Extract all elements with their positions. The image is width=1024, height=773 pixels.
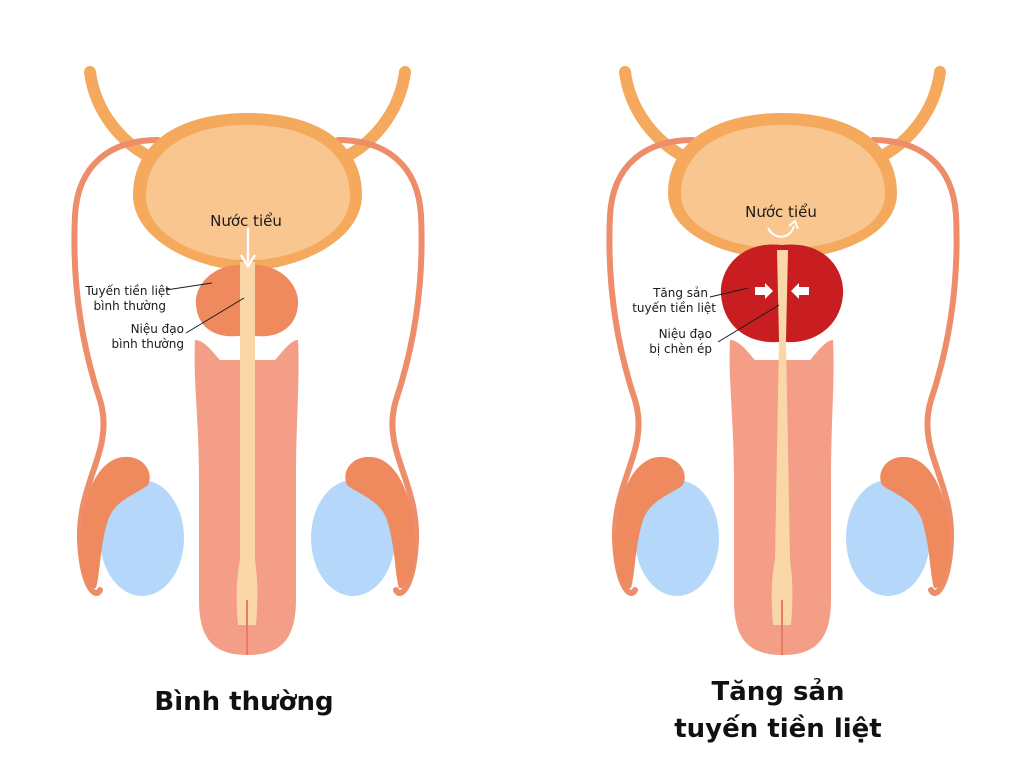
bph-prostate-label-line1: Tăng sản [652, 286, 708, 300]
normal-anatomy [71, 66, 425, 655]
bph-title-line1: Tăng sản [712, 676, 845, 707]
bph-urethra-leader [717, 304, 780, 343]
bph-urethra-label-line2: bị chèn ép [649, 342, 712, 356]
normal-bladder-inner [146, 125, 350, 260]
normal-urine-arrow-head [239, 254, 257, 269]
normal-testis-left [100, 480, 184, 596]
normal-urethra-label-line2: bình thường [112, 337, 184, 351]
bph-title-line2: tuyến tiền liệt [674, 713, 882, 744]
bph-compress-arrow-right [791, 283, 809, 299]
bph-vas-deferens-right [870, 137, 960, 596]
normal-prostate-label-line2: bình thường [94, 299, 166, 313]
bph-epididymis-right [880, 456, 951, 589]
bph-testis-right [846, 480, 930, 596]
normal-vas-deferens-right [335, 137, 425, 596]
bph-epididymis-left [614, 456, 685, 589]
bph-prostate-leader [709, 287, 749, 298]
normal-prostate-label-line1: Tuyến tiền liệt [84, 284, 170, 298]
bph-urine-label: Nước tiểu [745, 203, 817, 221]
normal-urethra [236, 262, 258, 625]
normal-testis-right [311, 480, 395, 596]
bph-anatomy [606, 66, 960, 655]
normal-urine-label: Nước tiểu [210, 212, 282, 230]
bph-urethra [771, 250, 793, 625]
normal-urethra-leader [185, 297, 245, 334]
normal-epididymis-right [345, 456, 416, 589]
normal-urethra-label-line1: Niệu đạo [131, 322, 184, 336]
normal-epididymis-left [79, 456, 150, 589]
normal-prostate-leader [165, 282, 213, 291]
bph-urine-return-arrow [767, 225, 795, 238]
bph-urine-return-arrow-head [788, 219, 799, 230]
bph-testis-left [635, 480, 719, 596]
bph-prostate-label-line2: tuyến tiền liệt [632, 301, 716, 315]
bph-compress-arrow-left [755, 283, 773, 299]
bph-urethra-label-line1: Niệu đạo [659, 327, 712, 341]
normal-title: Bình thường [154, 687, 333, 717]
bph-bladder-inner [681, 125, 885, 248]
